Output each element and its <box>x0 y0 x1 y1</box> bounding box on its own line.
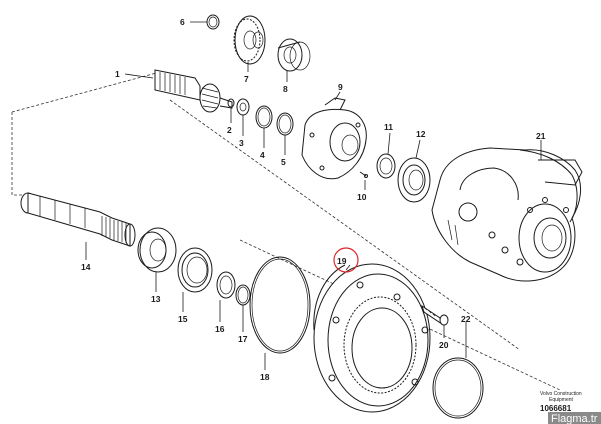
callout-13: 13 <box>151 294 161 304</box>
callout-17: 17 <box>238 334 248 344</box>
callout-11: 11 <box>384 122 393 132</box>
part-2-pin <box>227 98 235 108</box>
part-20-bolt <box>421 304 449 326</box>
part-7-gear <box>233 15 266 65</box>
watermark-text: Flagma.tr <box>551 413 598 424</box>
part-6-snap-ring <box>206 14 220 30</box>
callout-14: 14 <box>81 262 91 272</box>
part-13-bearing <box>137 227 177 273</box>
part-8-bearing <box>277 38 311 72</box>
callout-18: 18 <box>260 372 270 382</box>
callout-2: 2 <box>227 125 232 135</box>
part-14-output-shaft <box>20 192 136 247</box>
callout-9: 9 <box>338 82 343 92</box>
callout-10: 10 <box>357 192 367 202</box>
drawing-caption: Volvo Construction Equipment 1066681 <box>540 391 582 413</box>
part-22-cover-ring <box>432 357 484 419</box>
callout-8: 8 <box>283 84 288 94</box>
part-21-axle-housing <box>431 147 583 282</box>
caption-company-line1: Volvo Construction <box>540 391 582 397</box>
part-4-ring <box>255 105 273 129</box>
part-16-washer <box>216 271 236 299</box>
callout-16: 16 <box>215 324 225 334</box>
callout-20: 20 <box>439 340 449 350</box>
part-19-ring-gear <box>313 263 431 413</box>
caption-drawing-id: 1066681 <box>540 404 572 413</box>
callout-21: 21 <box>536 131 546 141</box>
callout-7: 7 <box>244 74 249 84</box>
leader-lines <box>85 21 542 370</box>
part-12-seal <box>397 157 431 203</box>
part-11-ring <box>376 153 396 179</box>
watermark-background <box>548 412 601 424</box>
callout-3: 3 <box>239 138 244 148</box>
callout-22: 22 <box>461 314 471 324</box>
callout-6: 6 <box>180 17 185 27</box>
part-9-flange-carrier <box>301 97 367 180</box>
callout-numbers: 6 7 8 1 2 3 4 5 9 10 11 12 21 14 13 15 1… <box>81 17 546 382</box>
part-10-pin <box>359 171 368 178</box>
callout-12: 12 <box>416 129 426 139</box>
part-1-input-shaft <box>154 69 233 113</box>
part-3-washer <box>236 98 250 116</box>
callout-5: 5 <box>281 157 286 167</box>
callout-1: 1 <box>115 69 120 79</box>
callout-15: 15 <box>178 314 188 324</box>
part-17-snap-ring <box>235 284 251 306</box>
part-15-seal-ring <box>177 247 213 293</box>
watermark: Flagma.tr <box>548 412 601 424</box>
callout-19: 19 <box>337 256 347 266</box>
caption-company-line2: Equipment <box>549 397 574 403</box>
callout-4: 4 <box>260 150 265 160</box>
callout-19-highlight-circle <box>333 247 359 273</box>
part-5-ring <box>276 112 294 136</box>
part-18-o-ring <box>249 256 311 354</box>
